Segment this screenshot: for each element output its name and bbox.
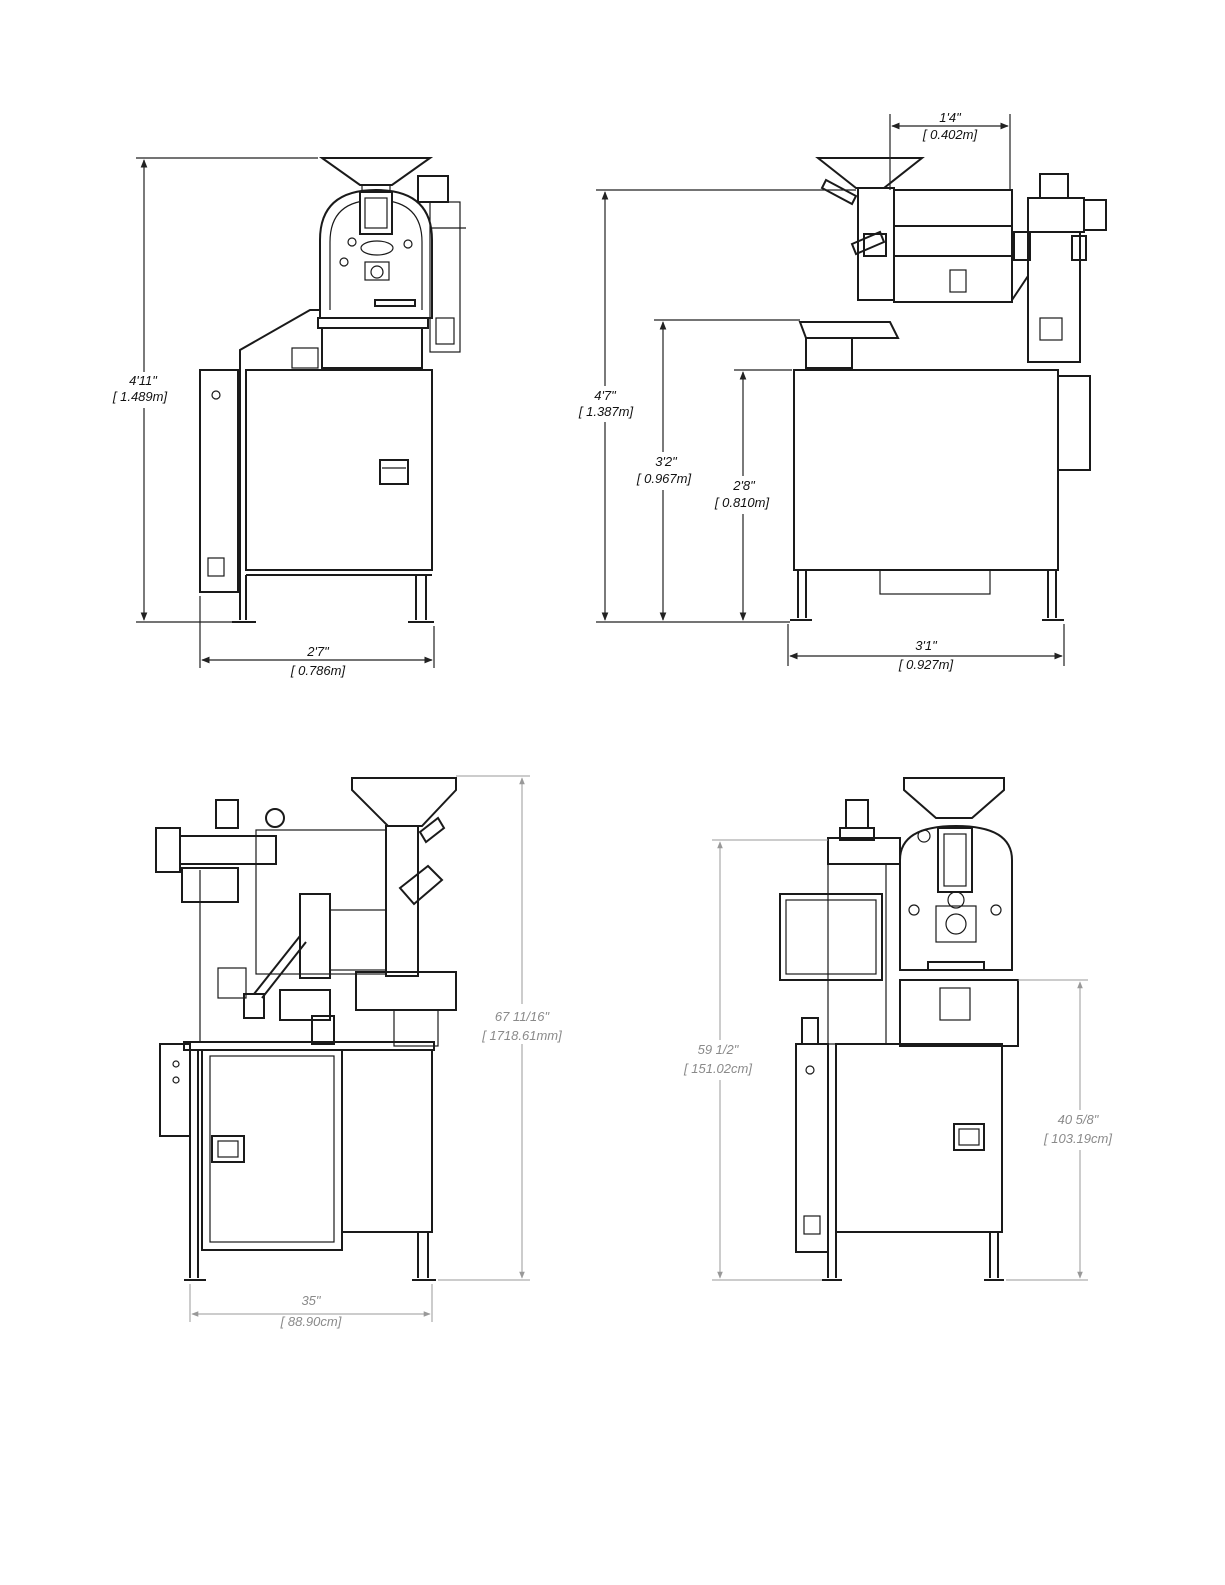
front-width-metric: [ 0.786m]	[290, 663, 346, 678]
front-view-drawing	[200, 158, 466, 622]
lower-right-height-metric: [ 151.02cm]	[683, 1061, 752, 1076]
side-depth-top-metric: [ 0.402m]	[922, 127, 978, 142]
side-width-imperial: 3'1"	[915, 638, 938, 653]
lower-left-width-imperial: 35"	[301, 1293, 321, 1308]
lower-left-view-drawing	[156, 778, 456, 1280]
side-height-imperial: 4'7"	[594, 388, 617, 403]
front-width-imperial: 2'7"	[306, 644, 330, 659]
side-width-metric: [ 0.927m]	[898, 657, 954, 672]
side-height-metric: [ 1.387m]	[578, 404, 634, 419]
side-depth-top-imperial: 1'4"	[939, 110, 962, 125]
lower-right-view-drawing	[780, 778, 1018, 1280]
side-table-height-imperial: 2'8"	[732, 478, 756, 493]
lower-right-table-height-imperial: 40 5/8"	[1058, 1112, 1100, 1127]
front-height-imperial: 4'11"	[129, 373, 158, 388]
lower-right-table-height-metric: [ 103.19cm]	[1043, 1131, 1112, 1146]
side-table-height-metric: [ 0.810m]	[714, 495, 770, 510]
front-height-metric: [ 1.489m]	[112, 389, 168, 404]
lower-left-height-imperial: 67 11/16"	[495, 1009, 551, 1024]
side-hopper-height-metric: [ 0.967m]	[636, 471, 692, 486]
side-hopper-height-imperial: 3'2"	[655, 454, 678, 469]
side-view-drawing	[790, 158, 1106, 620]
lower-left-width-metric: [ 88.90cm]	[280, 1314, 342, 1329]
lower-left-height-metric: [ 1718.61mm]	[481, 1028, 562, 1043]
lower-right-height-imperial: 59 1/2"	[698, 1042, 740, 1057]
side-view-dimensions	[596, 114, 1064, 666]
